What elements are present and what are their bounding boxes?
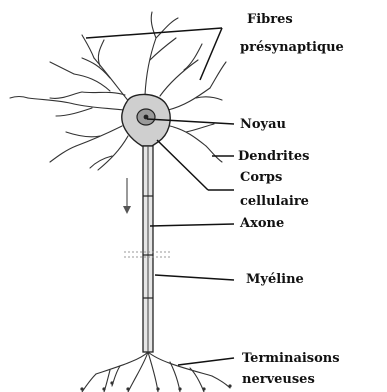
axon-terminals	[82, 352, 230, 392]
label-dendrites: Dendrites	[238, 149, 309, 165]
label-corps-line2: cellulaire	[240, 194, 309, 210]
label-axone: Axone	[240, 216, 284, 232]
direction-arrow	[123, 178, 131, 214]
leader-axone	[150, 224, 234, 226]
leader-terminaisons	[178, 358, 234, 365]
axon	[124, 146, 172, 352]
leader-fibres-left	[86, 28, 222, 38]
label-noyau: Noyau	[240, 117, 286, 133]
leader-myeline	[155, 275, 234, 280]
label-corps-line1: Corps	[240, 170, 282, 186]
label-terminaisons-line2: nerveuses	[242, 372, 315, 388]
label-terminaisons-line1: Terminaisons	[242, 351, 340, 367]
label-myeline: Myéline	[246, 272, 304, 288]
label-fibres-line2: présynaptique	[240, 40, 344, 56]
label-fibres-line1: Fibres	[247, 12, 293, 28]
leader-lines	[86, 28, 234, 365]
leader-corps	[157, 140, 208, 190]
